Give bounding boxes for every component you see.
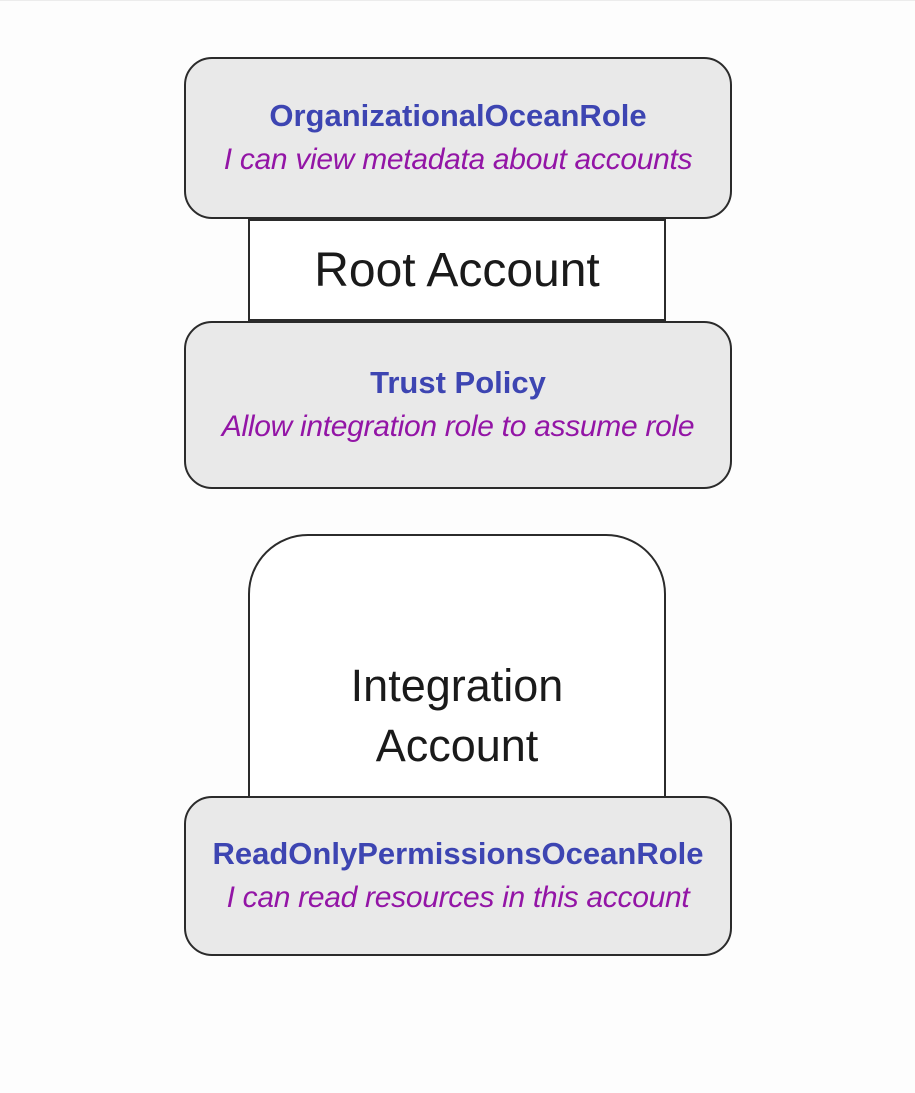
node-read-only-permissions-ocean-role: ReadOnlyPermissionsOceanRole I can read … <box>184 796 732 956</box>
node-subtitle-organizational-ocean-role: I can view metadata about accounts <box>223 143 693 176</box>
cluster-label-line-2: Account <box>375 720 539 771</box>
cluster-label-integration-account: Integration Account <box>250 656 664 776</box>
node-subtitle-read-only-permissions-ocean-role: I can read resources in this account <box>226 881 690 914</box>
node-organizational-ocean-role: OrganizationalOceanRole I can view metad… <box>184 57 732 219</box>
cluster-label-line-1: Integration <box>350 660 564 711</box>
cluster-root-account: Root Account <box>248 219 666 321</box>
node-trust-policy: Trust Policy Allow integration role to a… <box>184 321 732 489</box>
node-subtitle-trust-policy: Allow integration role to assume role <box>221 410 695 443</box>
cluster-label-root-account: Root Account <box>314 243 600 297</box>
node-title-trust-policy: Trust Policy <box>370 365 546 400</box>
node-title-organizational-ocean-role: OrganizationalOceanRole <box>269 98 647 133</box>
node-title-read-only-permissions-ocean-role: ReadOnlyPermissionsOceanRole <box>212 836 704 871</box>
